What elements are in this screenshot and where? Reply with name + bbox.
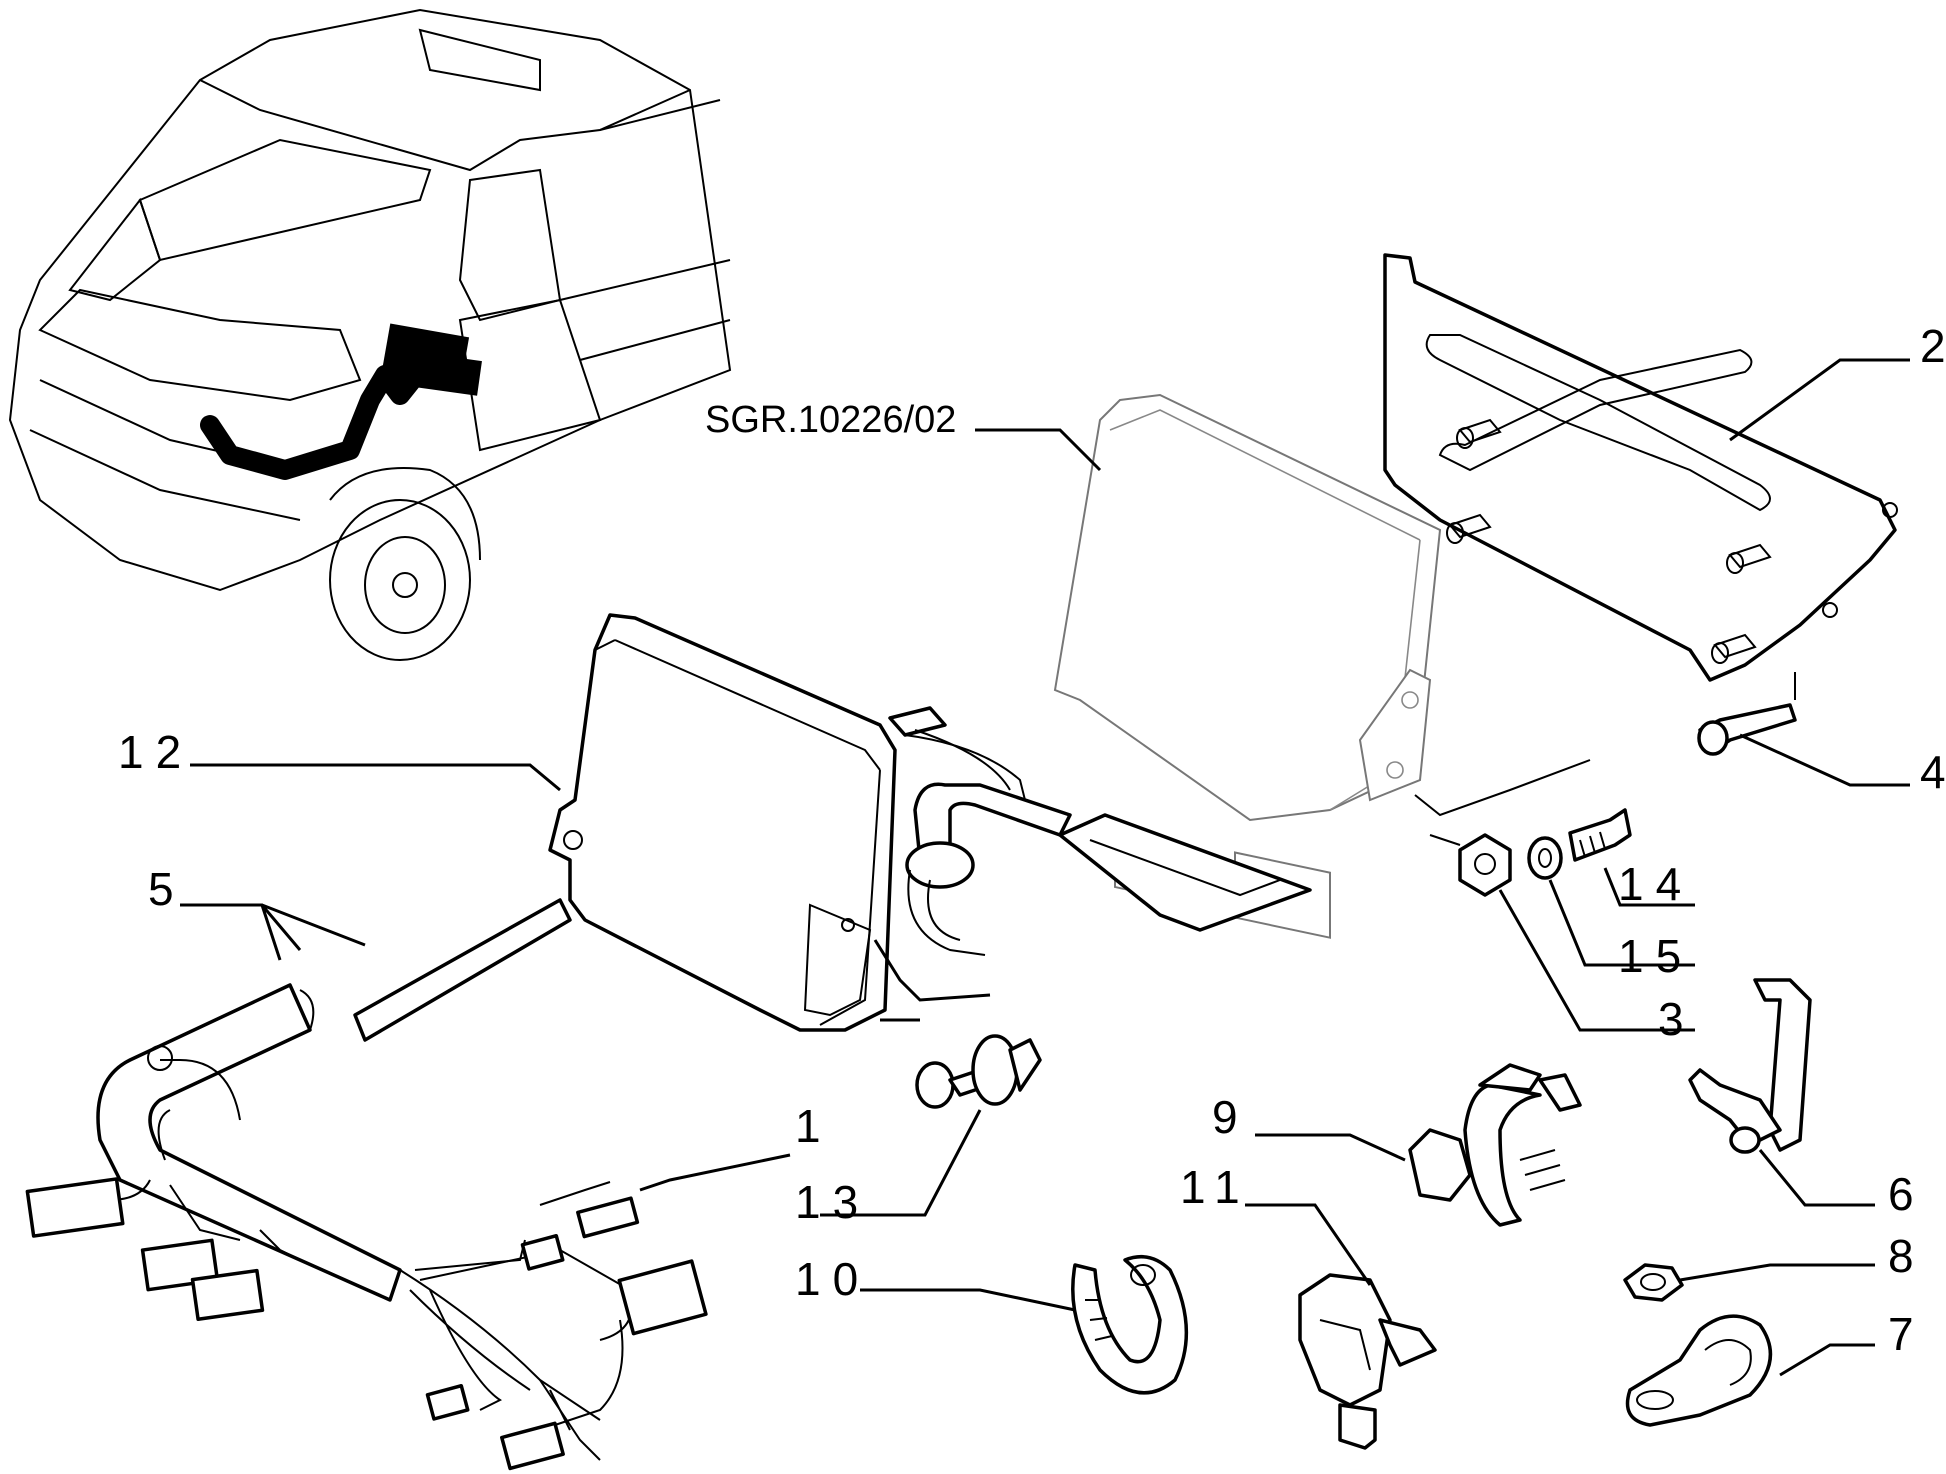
callout-1: 1 — [795, 1100, 833, 1152]
cable-strap — [1071, 1254, 1189, 1395]
cable-duct — [888, 706, 1312, 956]
cable-clip — [1408, 1063, 1582, 1227]
callout-7: 7 — [1888, 1308, 1926, 1360]
callout-12: 12 — [118, 726, 193, 778]
van-illustration — [8, 8, 732, 661]
callout-6: 6 — [1888, 1168, 1926, 1220]
reference-label: SGR.10226/02 — [705, 399, 956, 441]
control-unit — [548, 613, 897, 1032]
callout-2: 2 — [1920, 320, 1946, 372]
callout-9: 9 — [1212, 1091, 1250, 1143]
callout-15: 15 — [1618, 930, 1693, 982]
connector-holder — [1298, 1273, 1437, 1450]
callout-10: 10 — [795, 1253, 870, 1305]
hardware-set — [1414, 759, 1632, 897]
callout-5: 5 — [148, 863, 186, 915]
callout-11: 11 — [1180, 1161, 1252, 1213]
wiring-harness — [25, 898, 708, 1471]
nut — [1623, 1263, 1684, 1302]
callout-8: 8 — [1888, 1230, 1926, 1282]
bolt — [1697, 672, 1797, 756]
callout-13: 13 — [795, 1176, 870, 1228]
labels: SGR.10226/02 1 2 3 4 5 6 7 8 9 10 11 12 … — [118, 320, 1946, 1360]
grommet — [915, 1034, 1042, 1109]
p-clip — [1625, 1314, 1773, 1427]
leader-lines — [180, 358, 1910, 1377]
callout-4: 4 — [1920, 746, 1946, 798]
mounting-bracket — [1383, 253, 1898, 682]
bracket-clip — [1688, 978, 1812, 1154]
callout-14: 14 — [1618, 858, 1693, 910]
callout-3: 3 — [1658, 993, 1696, 1045]
